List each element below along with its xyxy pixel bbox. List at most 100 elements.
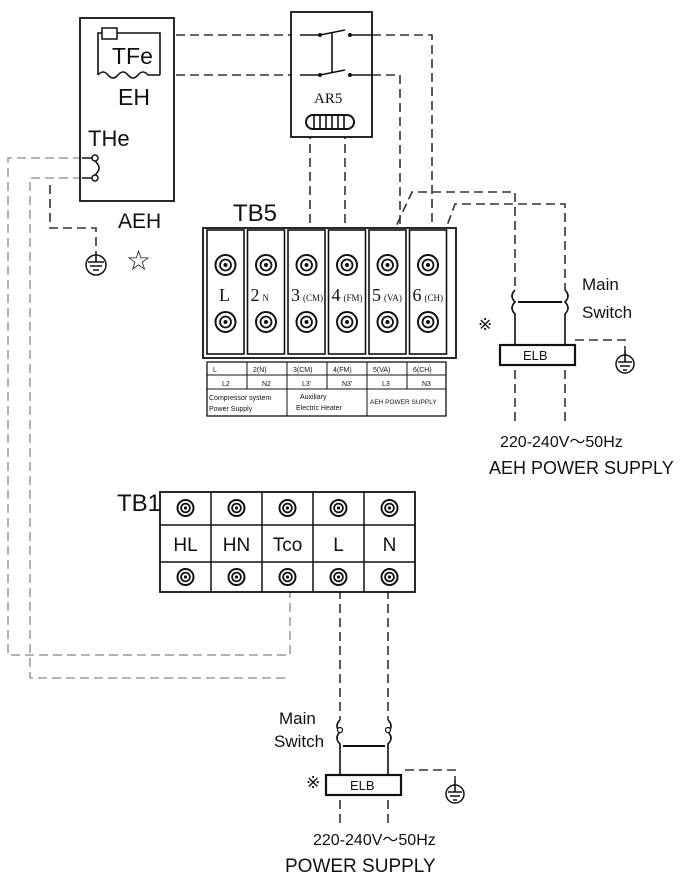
tb5-terminal: 5(VA) [368, 229, 407, 355]
tb5-group-heater-2: Electric Heater [296, 405, 343, 412]
tb5-table-cell: N2 [262, 381, 271, 388]
tb1-terminal-label: L [333, 535, 344, 556]
main-elb-box [324, 773, 403, 797]
main-switch-label-2: Switch [274, 732, 324, 751]
tfe-fuse-icon [101, 27, 118, 40]
eh-label: EH [118, 84, 150, 110]
aeh-label: AEH [118, 210, 161, 233]
tb5-terminal-number: 5 [372, 285, 381, 305]
terminal-screw-icon [278, 568, 297, 586]
main-switch-label-1: Main [279, 709, 316, 728]
aeh-supply-title: AEH POWER SUPPLY [489, 458, 674, 478]
tb1-terminal: N [380, 499, 399, 586]
main-elb-label: ELB [350, 778, 375, 793]
aeh-elb-label: ELB [523, 348, 548, 363]
tb5-terminal-number: 6 [413, 285, 422, 305]
terminal-screw-icon [176, 568, 195, 586]
tb5-group-aeh: AEH POWER SUPPLY [370, 399, 437, 406]
tb5-terminal: 6(CH) [408, 229, 448, 355]
tb5-terminal-number: 3 [291, 285, 300, 305]
tb5-group-compressor-1: Compressor system [209, 395, 271, 402]
wires [7, 34, 626, 825]
terminal-screw-icon [176, 499, 195, 517]
tb5-terminal-sub: (CH) [425, 293, 444, 303]
eh-coil-icon [97, 71, 160, 79]
main-voltage: 220-240V～50Hz [313, 832, 436, 849]
the-label: THe [88, 126, 130, 151]
tb5-table-cell: N3 [422, 381, 431, 388]
tb5-table-cell: L3 [382, 381, 390, 388]
tb5-label: TB5 [233, 200, 277, 227]
terminal-screw-icon [417, 254, 439, 276]
main-power-supply: Main Switch ※ ELB 220-240V～50Hz POWER SU… [274, 709, 465, 877]
tb5-table-cell: 4(FM) [333, 367, 352, 374]
terminal-screw-icon [278, 499, 297, 517]
terminal-screw-icon [214, 311, 237, 333]
tb5-group-heater-1: Auxiliary [300, 394, 327, 401]
terminal-screw-icon [255, 254, 277, 276]
main-supply-mark: ※ [306, 773, 320, 792]
tb5-table-cell: N3' [342, 381, 352, 388]
terminal-screw-icon [295, 311, 318, 333]
terminal-screw-icon [380, 568, 399, 586]
tb5-group-compressor-2: Power Supply [209, 406, 253, 413]
ar5-relay: AR5 [290, 11, 373, 138]
tb5-terminal-sub: N [263, 293, 270, 303]
terminal-screw-icon [376, 254, 399, 276]
terminal-screw-icon [336, 311, 358, 333]
terminal-screw-icon [329, 568, 348, 586]
aeh-switch-label-1: Main [582, 275, 619, 294]
tb1-terminal-label: Tco [273, 535, 303, 556]
terminal-screw-icon [329, 499, 348, 517]
terminal-screw-icon [214, 254, 237, 276]
tb5-terminal-sub: (CM) [303, 293, 323, 303]
tb1-terminal-label: HN [223, 535, 250, 556]
the-thermostat-icon [82, 154, 100, 182]
tfe-label: TFe [112, 43, 153, 69]
terminal-screw-icon [417, 311, 439, 333]
terminal-screw-icon [227, 568, 246, 586]
tb5-terminal-number: 4 [332, 285, 341, 305]
main-elb-ground-icon [445, 780, 465, 804]
tb5-terminal: 4(FM) [327, 229, 367, 355]
aeh-switch-label-2: Switch [582, 303, 632, 322]
tb1-terminal: Tco [273, 499, 303, 586]
terminal-screw-icon [336, 254, 358, 276]
tb5-table-cell: 5(VA) [373, 367, 390, 374]
aeh-ground-icon [85, 252, 107, 276]
tb1-terminal-label: HL [173, 535, 197, 556]
aeh-supply-mark: ※ [478, 315, 492, 334]
tb5-table-cell: L [213, 367, 217, 374]
tb5-terminal-sub: (VA) [384, 293, 402, 303]
tb5-terminal-number: 2 [251, 285, 260, 305]
tb1-terminal: HL [173, 499, 198, 586]
tb5-table-cell: 6(CH) [413, 367, 432, 374]
terminal-screw-icon [227, 499, 246, 517]
ar5-coil-icon [305, 114, 355, 130]
aeh-main-switch-icon [511, 289, 569, 345]
tb5-table-cell: 3(CM) [293, 367, 312, 374]
tb5-terminal: 3(CM) [287, 229, 326, 355]
tb1-terminal-block: TB1 HL HN Tco L N [117, 490, 416, 593]
tb1-terminal: L [329, 499, 348, 586]
tb5-terminal: L [206, 229, 245, 355]
main-switch-icon [336, 719, 392, 775]
aeh-star: ☆ [126, 245, 151, 276]
ar5-label: AR5 [314, 91, 342, 107]
aeh-elb-ground-icon [615, 350, 635, 374]
tb5-table-cell: 2(N) [253, 367, 267, 374]
tb5-terminal-sub: (FM) [344, 293, 363, 303]
terminal-screw-icon [255, 311, 277, 333]
terminal-screw-icon [295, 254, 318, 276]
tb1-label: TB1 [117, 490, 161, 517]
aeh-unit: TFe EH THe AEH ☆ [79, 17, 175, 276]
aeh-power-supply: ※ Main Switch ELB 220-240V～50Hz AEH POWE… [478, 275, 674, 478]
main-supply-title: POWER SUPPLY [285, 856, 436, 877]
tb5-table-cell: L3' [302, 381, 311, 388]
aeh-elb-box [498, 343, 577, 367]
terminal-screw-icon [376, 311, 399, 333]
tb5-terminal-number: L [219, 285, 230, 305]
